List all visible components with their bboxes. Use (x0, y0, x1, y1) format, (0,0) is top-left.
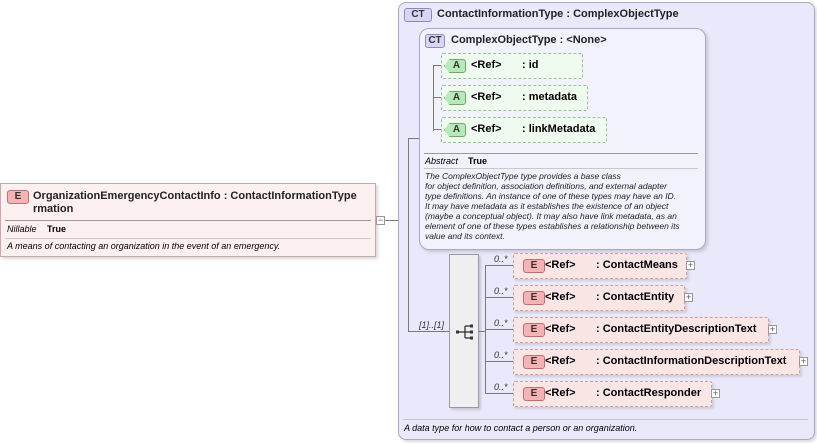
element-badge: E (523, 323, 545, 337)
connector-line (479, 331, 485, 332)
connector-line (485, 297, 513, 298)
element-contact-entity[interactable]: E <Ref> : ContactEntity (513, 285, 685, 311)
connector-line (385, 220, 398, 221)
element-documentation: A means of contacting an organization in… (7, 241, 281, 251)
organization-emergency-contact-info-element[interactable]: E OrganizationEmergencyContactInfo : Con… (0, 183, 376, 257)
ref-label: <Ref> (471, 91, 502, 103)
connector-line (485, 265, 513, 266)
attribute-name: : metadata (522, 91, 578, 103)
complex-type-badge: CT (404, 8, 432, 22)
element-contact-entity-description-text[interactable]: E <Ref> : ContactEntityDescriptionText (513, 317, 769, 343)
element-contact-information-description-text[interactable]: E <Ref> : ContactInformationDescriptionT… (513, 349, 800, 375)
ref-label: <Ref> (545, 355, 576, 367)
attribute-badge: A (444, 59, 466, 73)
element-name: : ContactInformationDescriptionText (596, 355, 787, 367)
inner-type-documentation: The ComplexObjectType type provides a ba… (425, 171, 700, 241)
expand-button[interactable]: + (799, 356, 808, 366)
element-name: : ContactEntity (596, 291, 675, 303)
nillable-value: True (47, 224, 67, 234)
element-contact-responder[interactable]: E <Ref> : ContactResponder (513, 381, 712, 407)
ref-label: <Ref> (471, 59, 502, 71)
element-name: : ContactMeans (596, 259, 678, 271)
connector-line (408, 138, 409, 332)
element-title: OrganizationEmergencyContactInfo : Conta… (33, 190, 357, 202)
divider (5, 238, 371, 239)
ref-label: <Ref> (545, 323, 576, 335)
divider (424, 153, 698, 154)
doc-line: The ComplexObjectType type provides a ba… (425, 171, 621, 181)
doc-line: It may have metadata as it establishes t… (425, 201, 669, 211)
element-occurrence: 0..* (494, 286, 508, 296)
doc-line: for object definition, association defin… (425, 181, 667, 191)
connector-line (433, 65, 434, 131)
sequence-icon (456, 324, 473, 340)
element-occurrence: 0..* (494, 382, 508, 392)
attribute-metadata[interactable]: A <Ref> : metadata (441, 85, 588, 111)
expand-button[interactable]: + (711, 388, 720, 398)
connector-line (408, 138, 419, 139)
element-badge: E (523, 355, 545, 369)
connector-line (485, 361, 513, 362)
inner-type-title: ComplexObjectType : <None> (451, 34, 607, 46)
connector-line (433, 65, 441, 66)
divider (5, 220, 371, 221)
outer-type-title: ContactInformationType : ComplexObjectTy… (437, 8, 679, 20)
attribute-name: : linkMetadata (522, 123, 596, 135)
element-title-wrap: rmation (33, 203, 74, 215)
divider (424, 168, 698, 169)
connector-line (485, 329, 513, 330)
expand-button[interactable]: + (768, 324, 777, 334)
element-occurrence: 0..* (494, 254, 508, 264)
nillable-label: Nillable (7, 224, 37, 234)
attribute-name: : id (522, 59, 539, 71)
doc-line: (maybe a conceptual object). It may also… (425, 211, 677, 221)
element-name: : ContactEntityDescriptionText (596, 323, 757, 335)
connector-line (433, 129, 441, 130)
complex-type-badge: CT (425, 34, 445, 48)
ref-label: <Ref> (471, 123, 502, 135)
sequence-occurrence: [1]..[1] (419, 320, 445, 330)
connector-line (408, 331, 449, 332)
attribute-badge: A (444, 91, 466, 105)
element-occurrence: 0..* (494, 318, 508, 328)
element-badge: E (7, 190, 29, 204)
element-name: : ContactResponder (596, 387, 702, 399)
attribute-link-metadata[interactable]: A <Ref> : linkMetadata (441, 117, 607, 143)
sequence-compositor[interactable] (449, 254, 479, 408)
expand-button[interactable]: + (684, 292, 693, 302)
expand-button[interactable]: + (686, 260, 695, 270)
ref-label: <Ref> (545, 387, 576, 399)
abstract-label: Abstract (425, 156, 459, 166)
attribute-id[interactable]: A <Ref> : id (441, 53, 583, 79)
divider (403, 419, 808, 420)
doc-line: value and its context. (425, 231, 505, 241)
connector-line (485, 393, 513, 394)
ref-label: <Ref> (545, 291, 576, 303)
doc-line: element of one of these types establishe… (425, 221, 680, 231)
connector-line (433, 97, 441, 98)
element-contact-means[interactable]: E <Ref> : ContactMeans (513, 253, 687, 279)
element-occurrence: 0..* (494, 350, 508, 360)
doc-line: type definitions. An instance of one of … (425, 191, 677, 201)
element-badge: E (523, 259, 545, 273)
collapse-toggle[interactable]: − (376, 215, 385, 225)
element-badge: E (523, 291, 545, 305)
ref-label: <Ref> (545, 259, 576, 271)
element-badge: E (523, 387, 545, 401)
outer-type-documentation: A data type for how to contact a person … (404, 423, 638, 433)
attribute-badge: A (444, 123, 466, 137)
abstract-value: True (468, 156, 488, 166)
